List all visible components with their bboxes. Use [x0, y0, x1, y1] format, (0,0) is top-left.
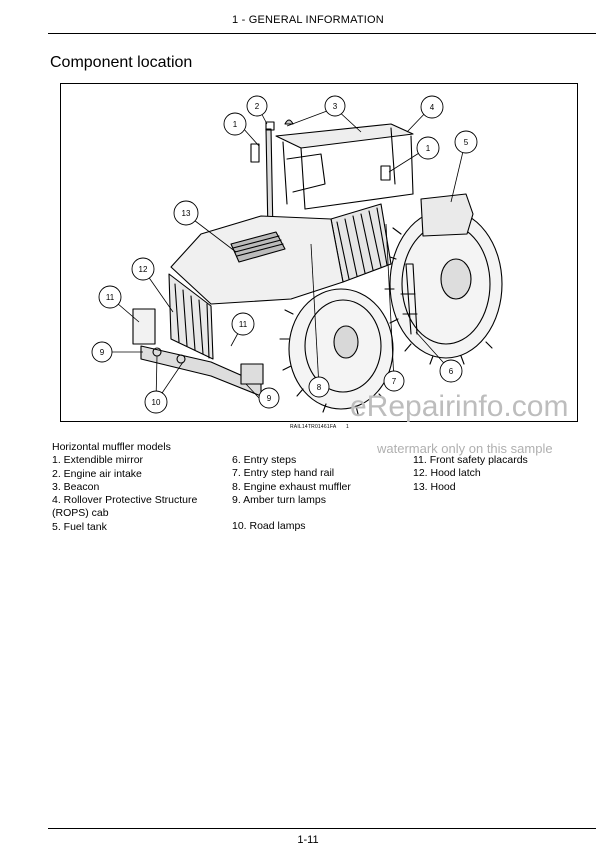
callout-label: 10: [152, 398, 161, 407]
footer-divider: [48, 828, 596, 829]
legend-item: 11. Front safety placards: [413, 454, 528, 466]
callout-circle-3: [324, 95, 346, 117]
callout-label: 3: [333, 102, 338, 111]
callout-circle-9b: [258, 387, 280, 409]
callout-circle-4: [420, 95, 444, 119]
figure-number: 1: [346, 424, 349, 430]
page-header-title: 1 - GENERAL INFORMATION: [232, 14, 384, 26]
callout-circle-5: [454, 130, 478, 154]
callout-label: 6: [449, 367, 454, 376]
tractor-figure: 1 2 3 4 1 5 13 12 11 11 9 10 9 8 7 6: [60, 83, 578, 422]
legend-column-2: 6. Entry steps 7. Entry step hand rail 8…: [232, 454, 351, 534]
tractor-illustration: 1 2 3 4 1 5 13 12 11 11 9 10 9 8 7 6: [91, 95, 503, 415]
callout-circle-13: [173, 200, 199, 226]
legend-item: 9. Amber turn lamps: [232, 493, 326, 506]
legend-item: 4. Rollover Protective Structure: [52, 494, 198, 507]
legend-item: 10. Road lamps: [232, 520, 306, 533]
callout-circle-1b: [416, 136, 440, 160]
legend-item: 12. Hood latch: [413, 467, 481, 480]
callout-label: 12: [139, 265, 148, 274]
callout-circle-9a: [91, 341, 113, 363]
callout-label: 13: [182, 209, 191, 218]
figure-reference-code: RAIL14TR01461FA: [290, 424, 337, 430]
callout-label: 2: [255, 102, 260, 111]
legend-item: 2. Engine air intake: [52, 467, 142, 480]
callout-label: 4: [430, 103, 435, 112]
callout-label: 1: [233, 120, 238, 129]
page-number: 1-11: [297, 834, 319, 846]
header-divider: [48, 33, 596, 34]
legend-item: 1. Extendible mirror: [52, 454, 144, 467]
legend-item: 6. Entry steps: [232, 454, 297, 466]
legend-item: 8. Engine exhaust muffler: [232, 480, 351, 493]
watermark-note: watermark only on this sample: [377, 441, 553, 456]
callout-label: 8: [317, 383, 322, 392]
callout-circle-12: [131, 257, 155, 281]
callout-circle-8: [308, 376, 330, 398]
legend-item: 7. Entry step hand rail: [232, 467, 335, 480]
callout-circle-11b: [231, 312, 255, 336]
watermark-brand: eRepairinfo.com: [350, 390, 569, 423]
legend-item: 5. Fuel tank: [52, 520, 107, 533]
callout-label: 5: [464, 138, 469, 147]
callout-circle-6: [439, 359, 463, 383]
legend-item: (ROPS) cab: [52, 507, 109, 520]
callout-circle-10: [144, 390, 168, 414]
legend-column-1: Horizontal muffler models 1. Extendible …: [52, 441, 197, 534]
callout-label: 7: [392, 377, 397, 386]
callout-circle-11a: [98, 285, 122, 309]
callout-label: 1: [426, 144, 431, 153]
callout-label: 9: [267, 394, 272, 403]
section-title: Component location: [50, 54, 193, 71]
callout-label: 11: [106, 293, 115, 302]
callout-circle-7: [383, 370, 405, 392]
callout-circle-1: [223, 112, 247, 136]
legend-column-3: 11. Front safety placards 12. Hood latch…: [413, 454, 528, 494]
callout-circle-2: [246, 95, 268, 117]
legend-item: 13. Hood: [413, 480, 456, 493]
callout-label: 11: [239, 320, 248, 329]
callout-label: 9: [100, 348, 105, 357]
legend-heading: Horizontal muffler models: [52, 441, 171, 453]
legend-item: 3. Beacon: [52, 480, 100, 493]
